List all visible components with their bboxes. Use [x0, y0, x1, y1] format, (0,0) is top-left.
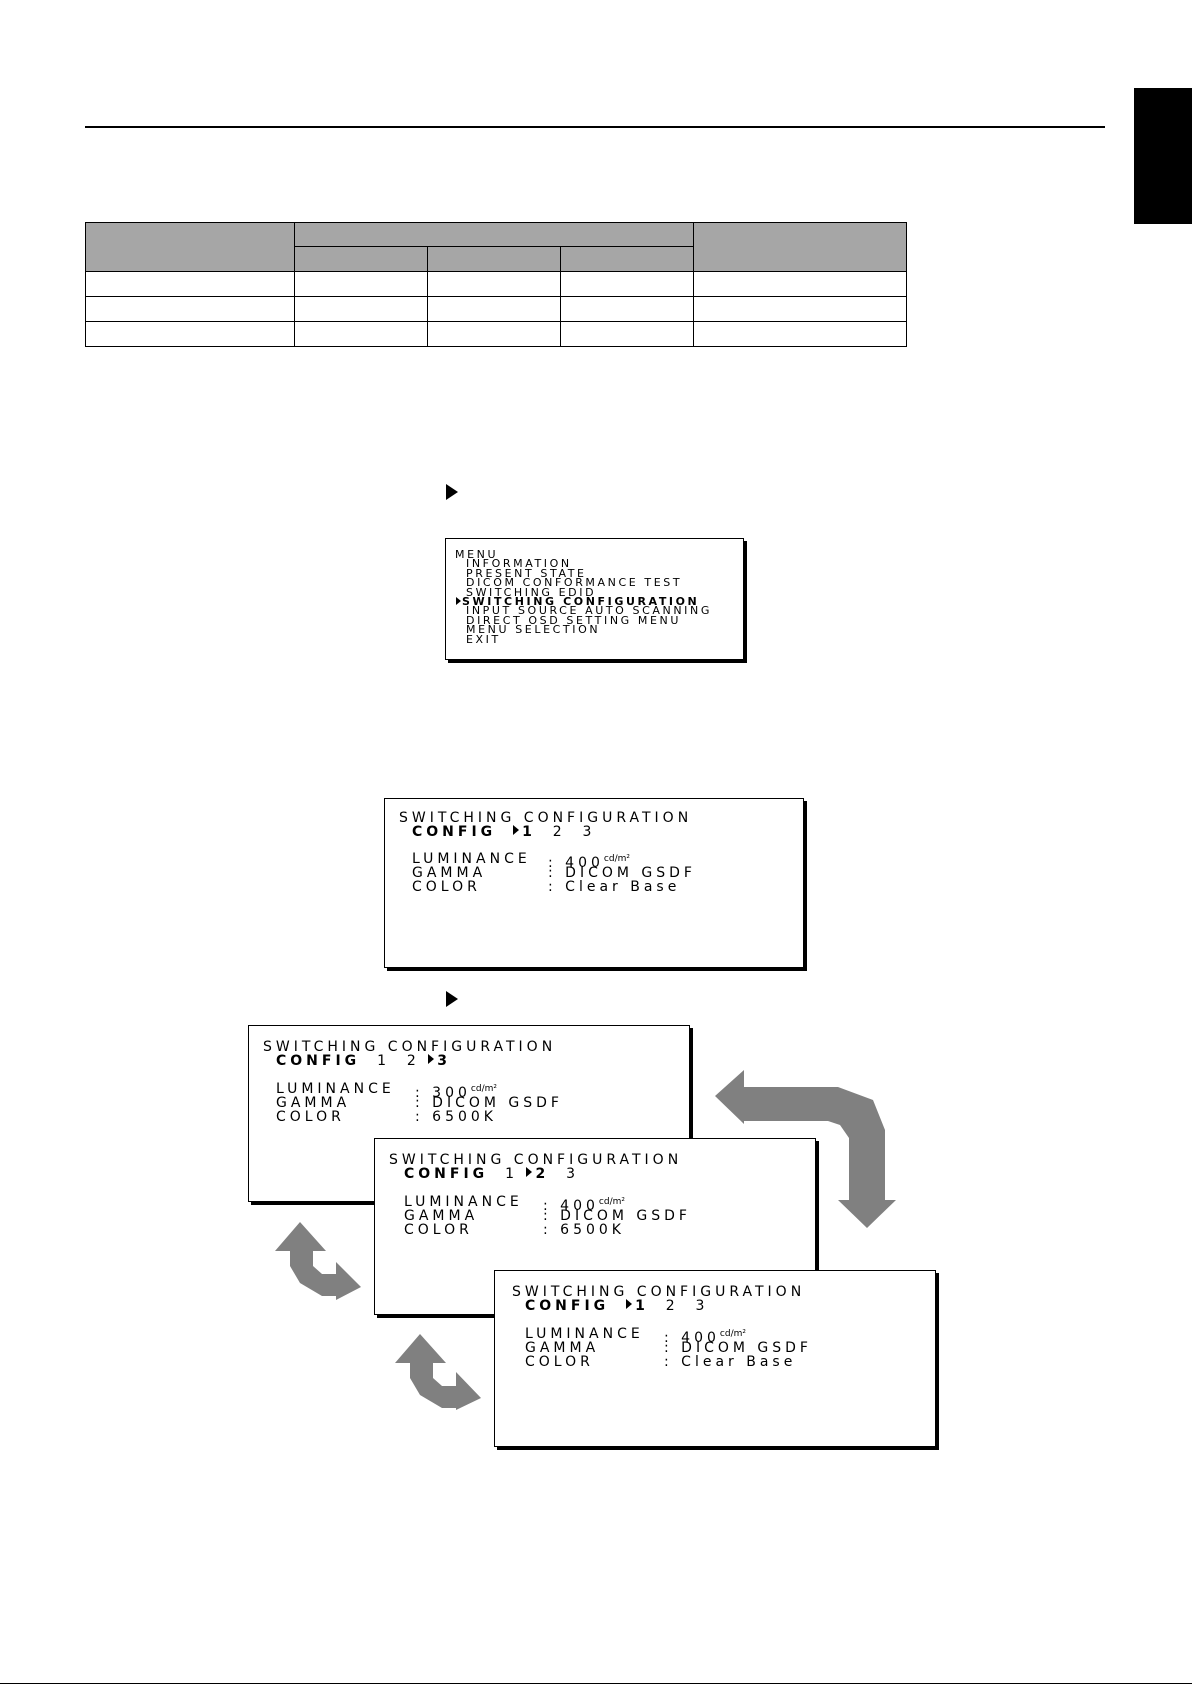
osd-switching-config-main: SWITCHING CONFIGURATION CONFIG 1 2 3 LUM… — [384, 798, 804, 968]
menu-item-switching-edid[interactable]: SWITCHING EDID — [466, 585, 597, 599]
menu-title: MENU — [455, 548, 499, 561]
screen-title: SWITCHING CONFIGURATION — [389, 1152, 683, 1168]
gamma-label: GAMMA — [404, 1208, 479, 1224]
table-row — [85, 321, 907, 347]
menu-item-present-state[interactable]: PRESENT STATE — [466, 566, 587, 580]
gamma-label: GAMMA — [412, 865, 487, 881]
table-subheader-cell — [294, 246, 428, 272]
menu-item-menu-selection[interactable]: MENU SELECTION — [466, 623, 601, 637]
luminance-value: : 400cd/m² — [543, 1197, 625, 1214]
luminance-label: LUMINANCE — [412, 851, 531, 867]
color-value: : 6500K — [415, 1109, 497, 1125]
gamma-value: : DICOM GSDF — [548, 865, 696, 881]
menu-item-exit[interactable]: EXIT — [466, 632, 501, 646]
menu-item-dicom-conformance-test[interactable]: DICOM CONFORMANCE TEST — [466, 576, 683, 590]
luminance-label: LUMINANCE — [525, 1326, 644, 1342]
table-header-cell — [294, 222, 694, 247]
swap-arrow-icon — [275, 1222, 361, 1300]
screen-title: SWITCHING CONFIGURATION — [263, 1039, 557, 1055]
header-rule — [85, 126, 1105, 128]
config-table — [85, 222, 907, 347]
table-subheader-row — [86, 246, 907, 272]
cursor-icon — [513, 825, 520, 835]
config-selector[interactable]: CONFIG 1 2 3 — [525, 1298, 709, 1314]
cursor-icon — [626, 1299, 633, 1309]
gamma-label: GAMMA — [276, 1095, 351, 1111]
luminance-label: LUMINANCE — [404, 1194, 523, 1210]
table-header-cell — [85, 222, 295, 272]
screen-title: SWITCHING CONFIGURATION — [399, 810, 693, 826]
table-subheader-cell — [427, 246, 561, 272]
menu-item-switching-configuration[interactable]: SWITCHING CONFIGURATION — [456, 596, 699, 607]
config-selector[interactable]: CONFIG 1 2 3 — [412, 824, 596, 840]
footer-rule — [0, 1683, 1192, 1684]
osd-switching-config-1: SWITCHING CONFIGURATION CONFIG 1 2 3 LUM… — [494, 1270, 936, 1447]
screen-title: SWITCHING CONFIGURATION — [512, 1284, 806, 1300]
color-label: COLOR — [276, 1109, 345, 1125]
color-label: COLOR — [404, 1222, 473, 1238]
table-header-row — [85, 222, 907, 272]
osd-menu-screen: MENU INFORMATION PRESENT STATE DICOM CON… — [445, 538, 744, 660]
menu-item-direct-osd-setting-menu[interactable]: DIRECT OSD SETTING MENU — [466, 613, 682, 627]
color-label: COLOR — [525, 1354, 594, 1370]
language-side-tab — [1134, 88, 1192, 224]
table-subheader-cell — [560, 246, 694, 272]
config-selector[interactable]: CONFIG 1 2 3 — [276, 1053, 452, 1069]
cycle-arrow-icon — [715, 1070, 896, 1228]
swap-arrow-icon — [395, 1334, 481, 1410]
color-value: : Clear Base — [664, 1354, 797, 1370]
cursor-icon — [456, 597, 461, 605]
cursor-icon — [526, 1167, 533, 1177]
luminance-value: : 300cd/m² — [415, 1084, 497, 1101]
color-value: : 6500K — [543, 1222, 625, 1238]
menu-item-input-source-auto-scanning[interactable]: INPUT SOURCE AUTO SCANNING — [466, 604, 712, 618]
step-arrow-icon — [446, 991, 458, 1007]
gamma-value: : DICOM GSDF — [415, 1095, 563, 1111]
gamma-value: : DICOM GSDF — [543, 1208, 691, 1224]
table-row — [85, 271, 907, 297]
menu-item-information[interactable]: INFORMATION — [466, 557, 572, 571]
luminance-label: LUMINANCE — [276, 1081, 395, 1097]
gamma-label: GAMMA — [525, 1340, 600, 1356]
step-arrow-icon — [446, 484, 458, 500]
luminance-value: : 400cd/m² — [548, 854, 630, 871]
color-value: : Clear Base — [548, 879, 681, 895]
color-label: COLOR — [412, 879, 481, 895]
cursor-icon — [428, 1054, 435, 1064]
table-row — [85, 296, 907, 322]
luminance-value: : 400cd/m² — [664, 1329, 746, 1346]
config-selector[interactable]: CONFIG 1 2 3 — [404, 1166, 580, 1182]
gamma-value: : DICOM GSDF — [664, 1340, 812, 1356]
